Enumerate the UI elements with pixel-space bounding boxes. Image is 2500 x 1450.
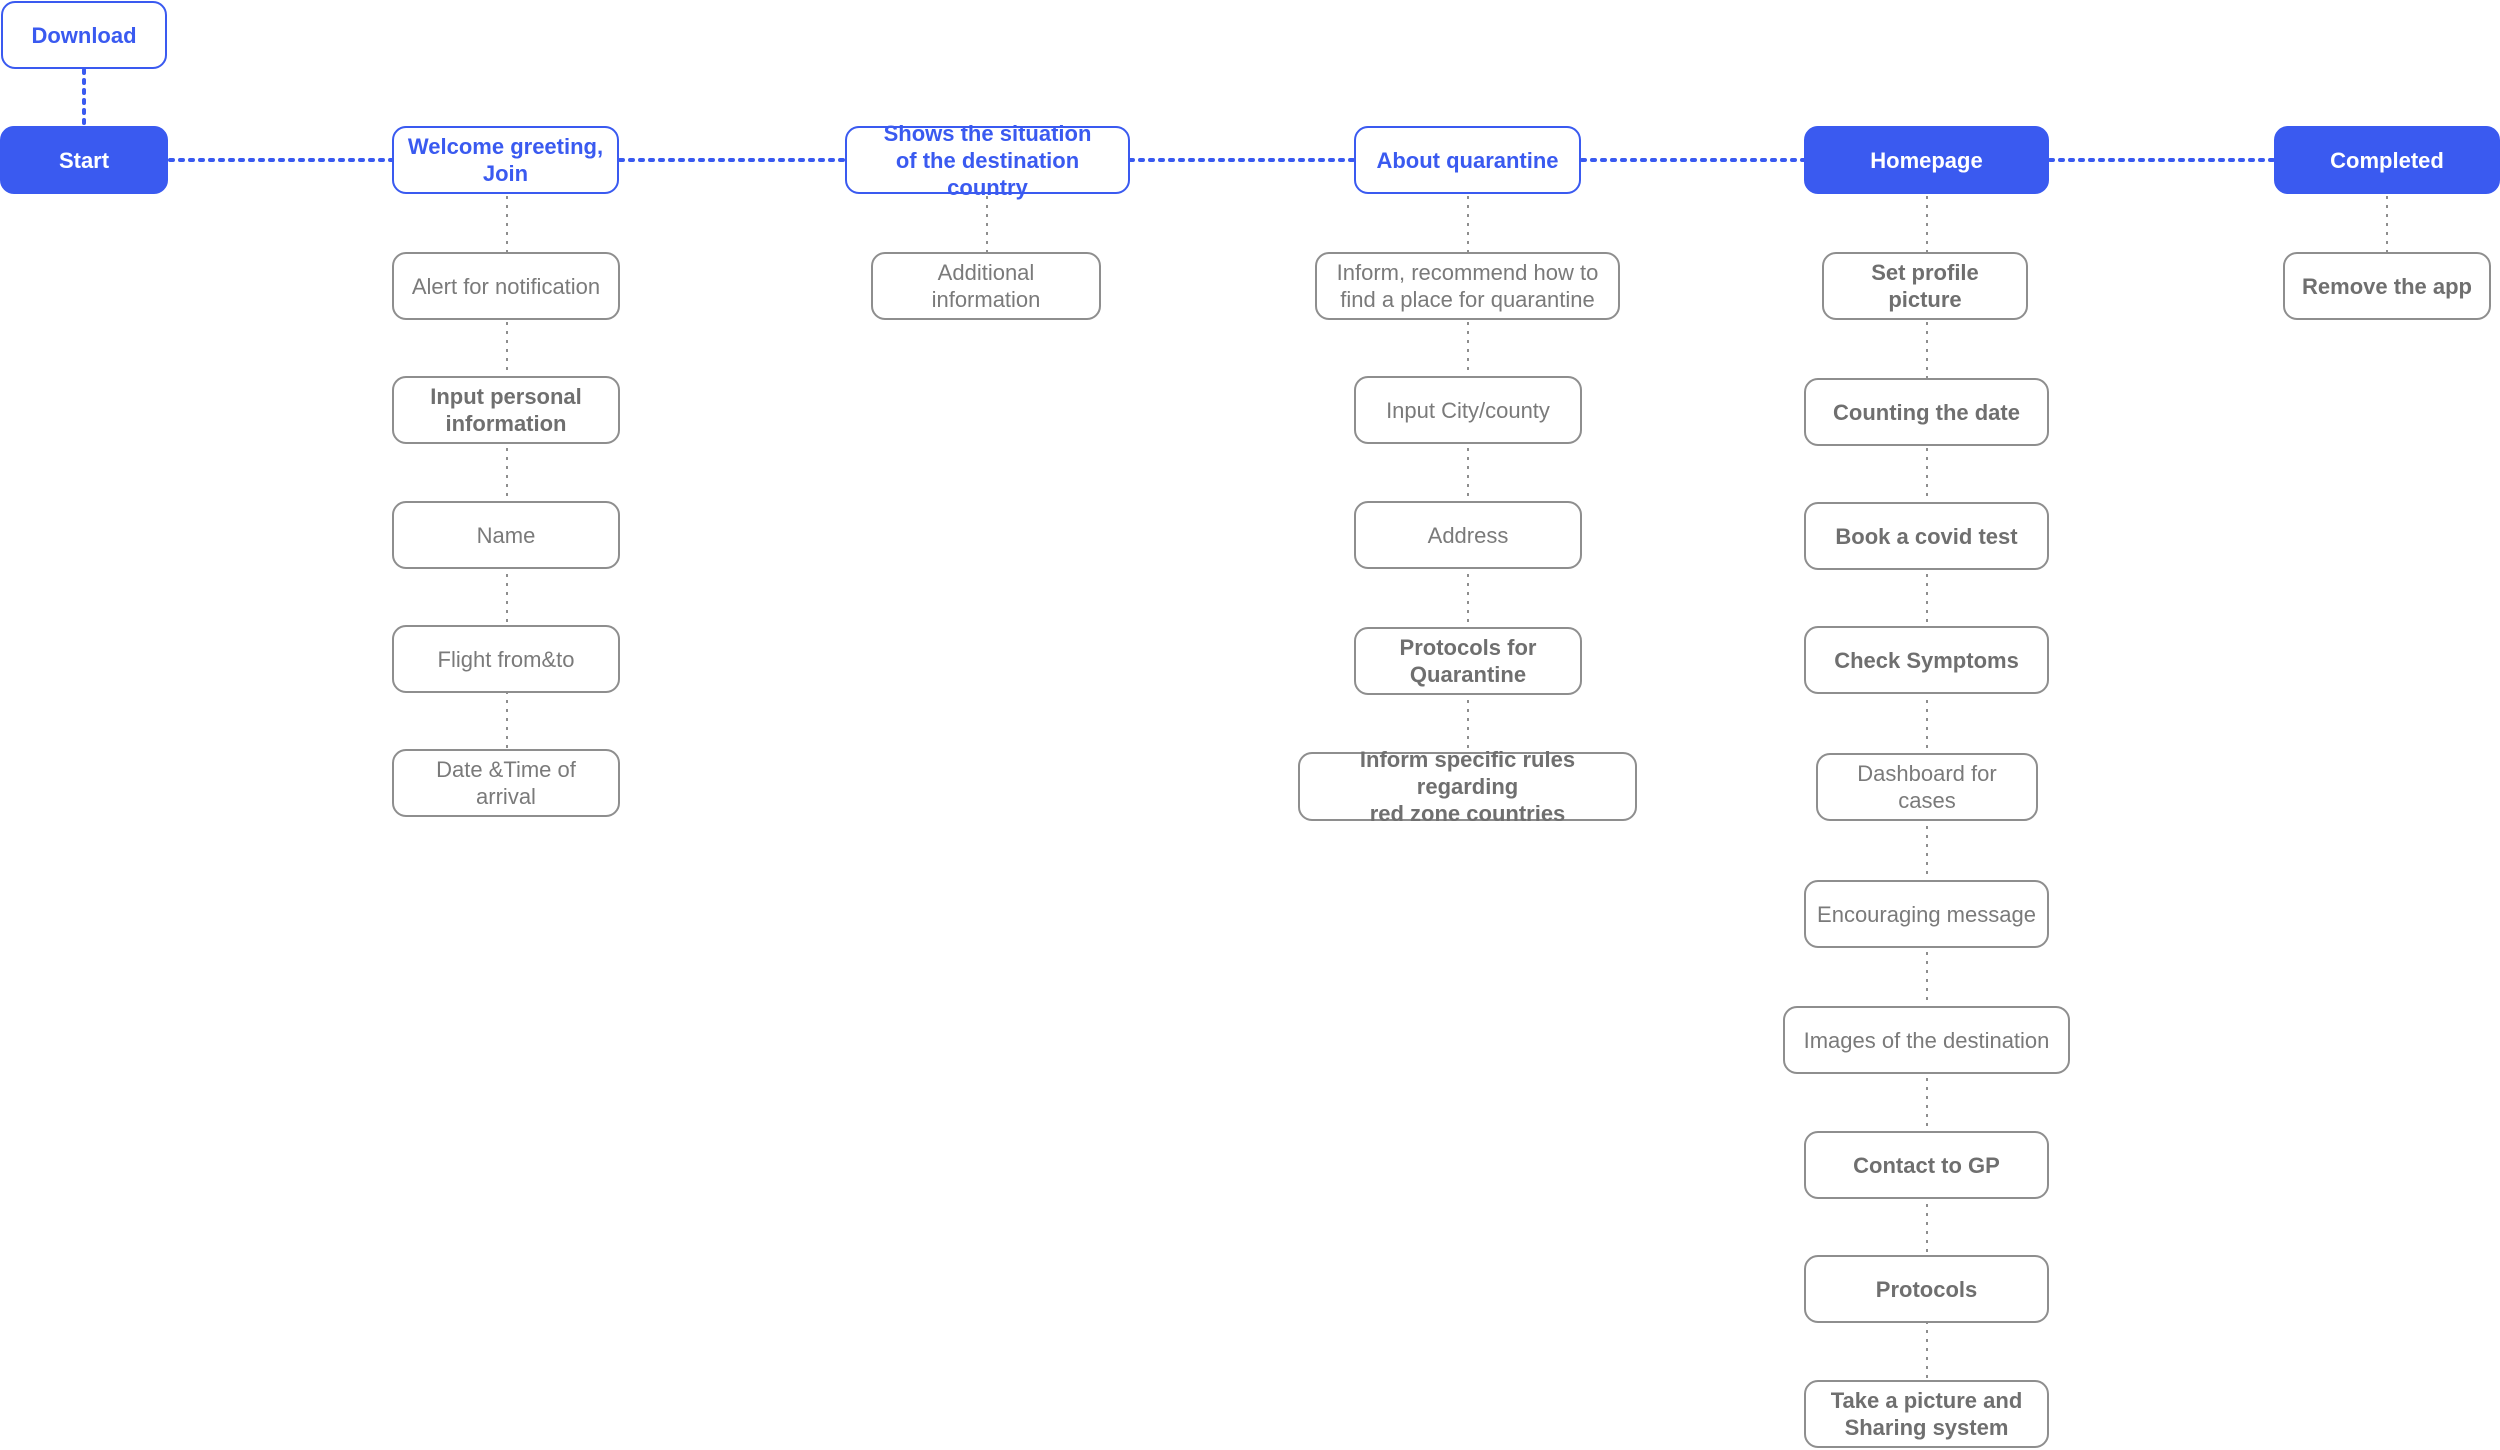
input-personal-info-node[interactable]: Input personal information xyxy=(392,376,620,444)
name-node[interactable]: Name xyxy=(392,501,620,569)
download-node[interactable]: Download xyxy=(1,1,167,69)
contact-gp-node[interactable]: Contact to GP xyxy=(1804,1131,2049,1199)
input-city-node[interactable]: Input City/county xyxy=(1354,376,1582,444)
about-quarantine-node[interactable]: About quarantine xyxy=(1354,126,1581,194)
start-node[interactable]: Start xyxy=(0,126,168,194)
completed-node[interactable]: Completed xyxy=(2274,126,2500,194)
remove-app-node[interactable]: Remove the app xyxy=(2283,252,2491,320)
homepage-node[interactable]: Homepage xyxy=(1804,126,2049,194)
destination-images-node[interactable]: Images of the destination xyxy=(1783,1006,2070,1074)
flight-node[interactable]: Flight from&to xyxy=(392,625,620,693)
protocols-node[interactable]: Protocols xyxy=(1804,1255,2049,1323)
destination-situation-node[interactable]: Shows the situation of the destination c… xyxy=(845,121,1130,200)
counting-date-node[interactable]: Counting the date xyxy=(1804,378,2049,446)
address-node[interactable]: Address xyxy=(1354,501,1582,569)
picture-sharing-node[interactable]: Take a picture and Sharing system xyxy=(1804,1380,2049,1448)
check-symptoms-node[interactable]: Check Symptoms xyxy=(1804,626,2049,694)
additional-information-node[interactable]: Additional information xyxy=(871,252,1101,320)
welcome-greeting-node[interactable]: Welcome greeting, Join xyxy=(392,126,619,194)
alert-notification-node[interactable]: Alert for notification xyxy=(392,252,620,320)
red-zone-rules-node[interactable]: Inform specific rules regarding red zone… xyxy=(1298,747,1637,826)
quarantine-protocols-node[interactable]: Protocols for Quarantine xyxy=(1354,627,1582,695)
set-profile-picture-node[interactable]: Set profile picture xyxy=(1822,252,2028,320)
arrival-time-node[interactable]: Date &Time of arrival xyxy=(392,749,620,817)
encouraging-message-node[interactable]: Encouraging message xyxy=(1804,880,2049,948)
book-covid-test-node[interactable]: Book a covid test xyxy=(1804,502,2049,570)
quarantine-place-recommendation-node[interactable]: Inform, recommend how to find a place fo… xyxy=(1315,252,1620,320)
dashboard-cases-node[interactable]: Dashboard for cases xyxy=(1816,753,2038,821)
